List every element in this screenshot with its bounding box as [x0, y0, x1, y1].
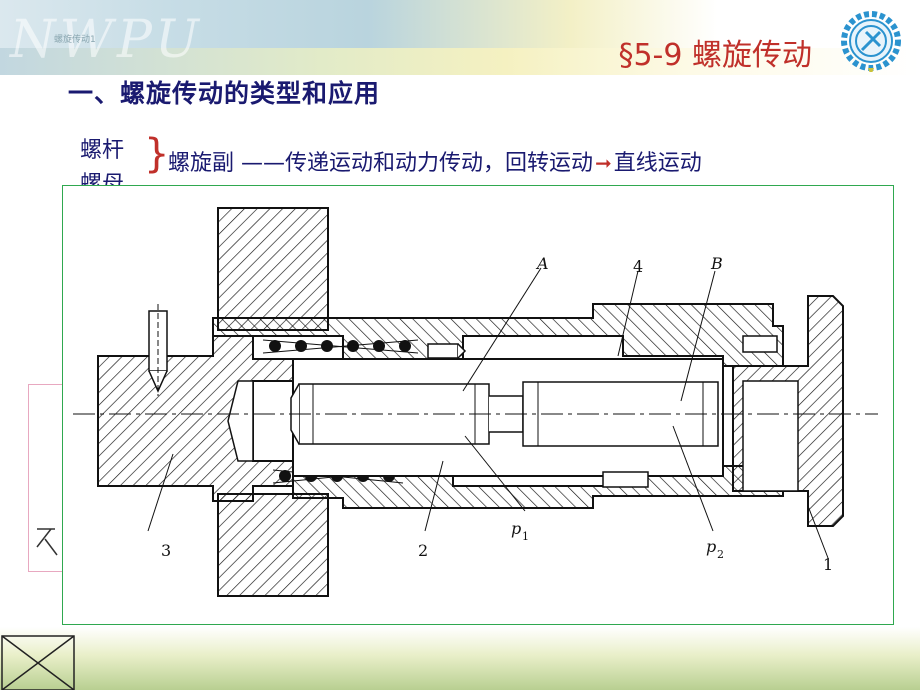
- footer-gradient: [0, 627, 920, 690]
- label-p1-sub: 1: [522, 530, 529, 543]
- hidden-content-box: [28, 384, 65, 572]
- partial-symbol-icon: [36, 528, 58, 556]
- label-A: A: [535, 254, 549, 273]
- gear-emblem-icon: [841, 11, 901, 72]
- label-p1: p: [511, 519, 521, 538]
- housing-bottom-block: [217, 493, 329, 597]
- label-4: 4: [633, 257, 643, 276]
- function-text: ——传递运动和动力传动，回转运动: [241, 151, 594, 176]
- label-B: B: [710, 254, 723, 273]
- screw-pair-term: 螺旋副: [168, 151, 235, 176]
- spring-balls-top: [262, 339, 419, 354]
- screw-mechanism-drawing: A 4 B 3 2 p 1 p 2 1: [73, 207, 878, 597]
- diagram-frame: A 4 B 3 2 p 1 p 2 1: [62, 185, 894, 625]
- label-p2-sub: 2: [717, 548, 724, 561]
- slide-heading: 一、螺旋传动的类型和应用: [68, 79, 381, 108]
- slide-label: 螺旋传动1: [54, 35, 96, 45]
- description-line: 螺旋副 ——传递运动和动力传动，回转运动➞直线运动: [168, 145, 702, 177]
- arrow-right-icon: ➞: [595, 151, 612, 175]
- header-stripe: [0, 48, 920, 75]
- label-3: 3: [161, 541, 171, 560]
- label-2: 2: [418, 541, 428, 560]
- label-p2: p: [706, 537, 716, 556]
- housing-top-block: [217, 207, 329, 331]
- header-banner: NWPU 螺旋传动1 §5-9 螺旋传动: [0, 0, 920, 75]
- corner-graphic-icon: [1, 635, 75, 690]
- term-screw: 螺杆: [80, 138, 125, 163]
- result-text: 直线运动: [613, 151, 702, 176]
- university-logo-text: NWPU: [10, 10, 203, 70]
- section-title: §5-9 螺旋传动: [618, 38, 812, 73]
- brace-symbol: }: [144, 131, 170, 177]
- label-1: 1: [823, 555, 833, 574]
